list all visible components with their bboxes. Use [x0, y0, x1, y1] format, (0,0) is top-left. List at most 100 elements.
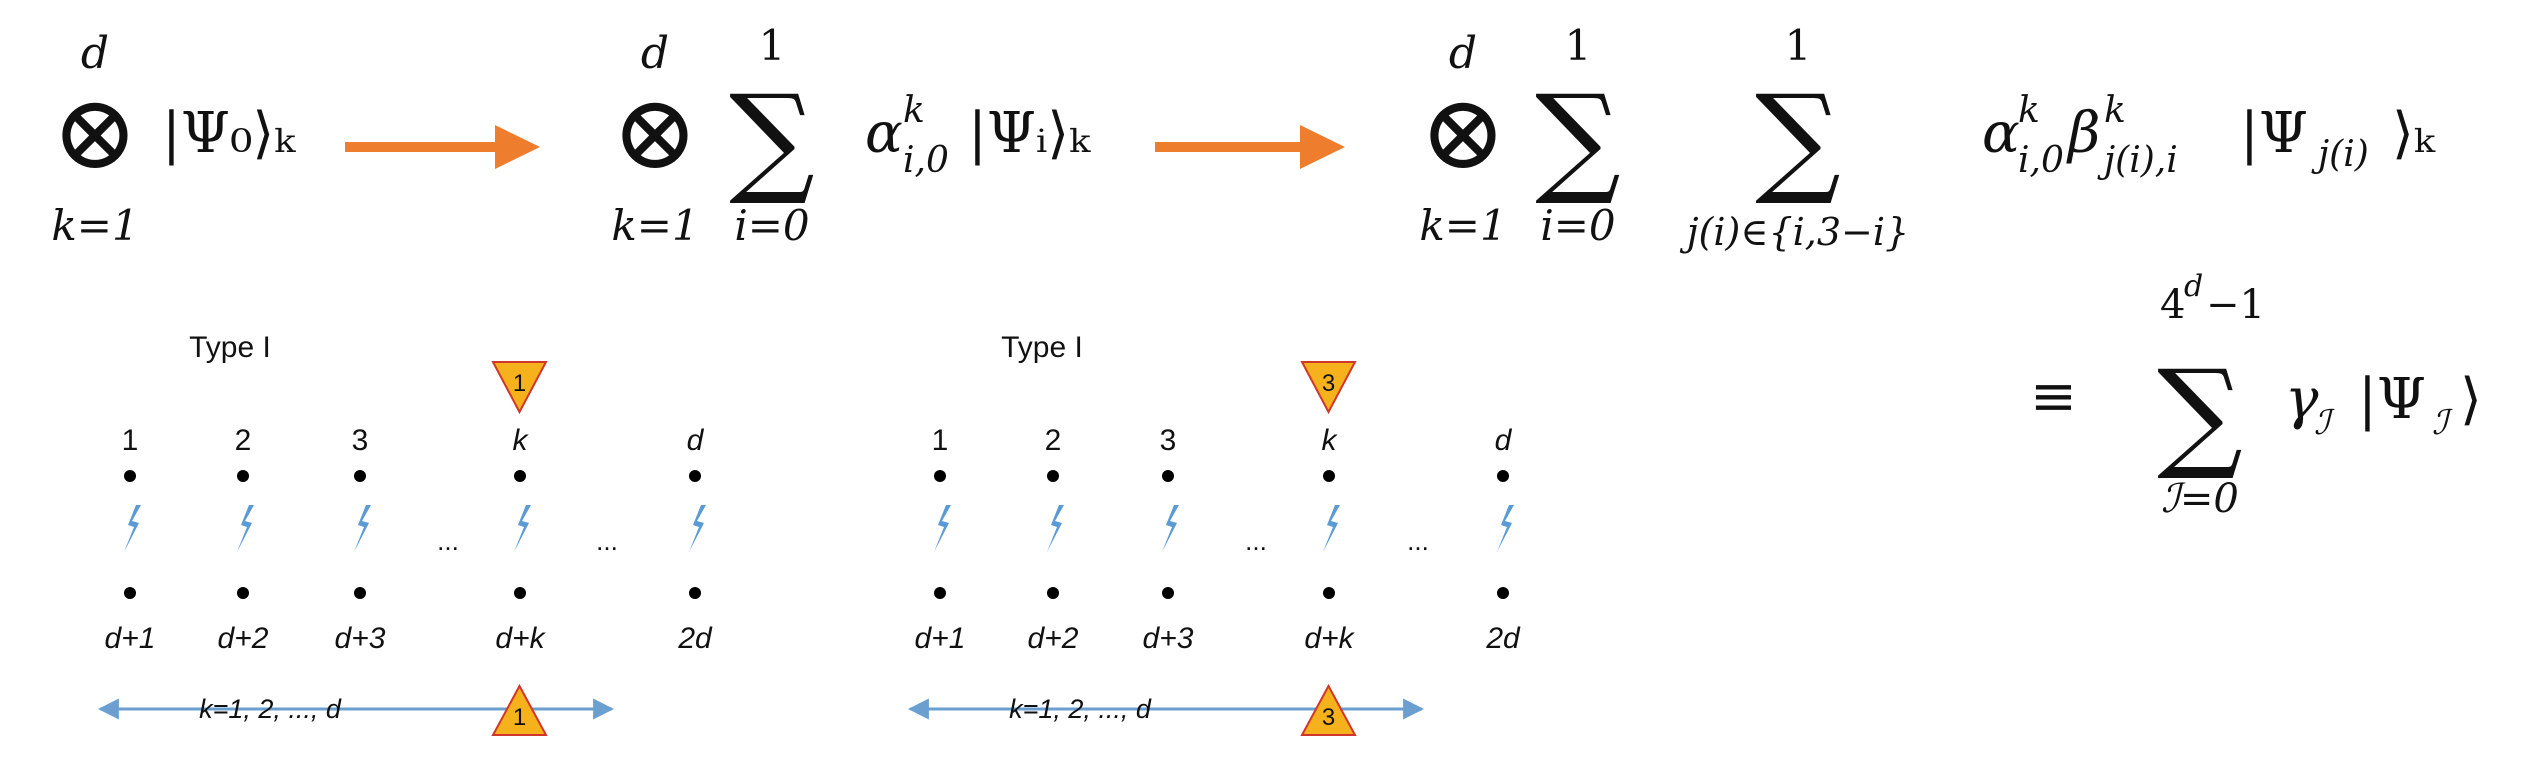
panel-left: Type I 1 1 2 3 k d	[97, 331, 713, 736]
sum-i-lower-limit: i=0	[1540, 201, 1615, 250]
sum-lower-limit: i=0	[734, 201, 809, 250]
marker-bottom: 3	[1300, 683, 1357, 736]
bottom-label: d+2	[218, 622, 269, 655]
tensor-product-symbol: ⊗	[51, 71, 138, 193]
equation-term-2: d ⊗ k=1 1 ∑ i=0 α k i,0 |Ψᵢ⟩ₖ	[611, 21, 1091, 250]
qubit-pair	[124, 470, 141, 599]
product-upper-limit: d	[641, 28, 669, 79]
tensor-product-symbol: ⊗	[1419, 71, 1506, 193]
top-label: k	[513, 424, 530, 457]
entanglement-bolt-icon	[237, 505, 254, 552]
qubit-pairs	[124, 470, 706, 599]
final-sum-lower-limit: ℐ=0	[2161, 476, 2239, 522]
sum-j-lower-limit: j(i)∈{i,3−i}	[1680, 210, 1909, 254]
sum-upper-limit: 1	[759, 21, 786, 70]
sum-j-upper-limit: 1	[1785, 21, 1812, 70]
marker-top-value: 3	[1322, 370, 1335, 397]
beta-subscript: j(i),i	[2097, 140, 2178, 181]
equation-term-3: d ⊗ k=1 1 ∑ i=0 1 ∑ j(i)∈{i,3−i} α k i,0…	[1419, 21, 2436, 254]
final-sum-upper-exponent: d	[2184, 269, 2203, 304]
top-label: d	[1495, 424, 1513, 457]
qubit-pair	[354, 470, 371, 599]
alpha-superscript: k	[903, 90, 925, 131]
qubit-pair	[1497, 470, 1514, 599]
ket-psi-j: |Ψ	[2240, 101, 2308, 166]
qubit-pair	[514, 470, 531, 599]
top-label: 2	[1045, 424, 1062, 457]
alpha-subscript: i,0	[2018, 140, 2064, 181]
qubit-pair	[1047, 470, 1064, 599]
ket-psi-i: |Ψᵢ⟩ₖ	[968, 101, 1091, 166]
bottom-label: d+3	[1143, 622, 1194, 655]
entanglement-bolt-icon	[1047, 505, 1064, 552]
top-label: 2	[235, 424, 252, 457]
ket-psi-final-close: ⟩	[2460, 367, 2482, 432]
qubit-pairs	[934, 470, 1514, 599]
summation-i-symbol: ∑	[1535, 70, 1621, 209]
marker-top: 1	[491, 361, 548, 415]
bottom-label: d+k	[495, 622, 546, 655]
gamma-coefficient: γ	[2285, 367, 2319, 432]
bottom-label: d+1	[105, 622, 156, 655]
equivalence-expression: ≡ 4 d −1 ∑ ℐ=0 γ ℐ |Ψ ℐ ⟩	[2030, 269, 2482, 522]
panel-right: Type I 3 1 2 3 k d	[907, 331, 1521, 736]
orange-arrow-2	[1155, 125, 1345, 169]
qubit-pair	[237, 470, 254, 599]
top-label: k	[1322, 424, 1339, 457]
ellipsis: ...	[437, 526, 459, 556]
qubit-pair	[689, 470, 706, 599]
entanglement-bolt-icon	[934, 505, 951, 552]
ket-psi-final-subscript: ℐ	[2432, 403, 2453, 443]
bottom-label: d+2	[1028, 622, 1079, 655]
final-sum-upper-tail: −1	[2206, 282, 2265, 328]
marker-top: 3	[1300, 361, 1357, 415]
product-lower-limit: k=1	[611, 201, 698, 250]
ket-psi-final: |Ψ	[2358, 367, 2426, 432]
product-upper-limit: d	[1449, 28, 1477, 79]
bottom-labels: d+1 d+2 d+3 d+k 2d	[105, 622, 713, 655]
beta-superscript: k	[2104, 90, 2126, 131]
bottom-label: d+k	[1304, 622, 1355, 655]
bottom-label: d+1	[915, 622, 966, 655]
tensor-product-symbol: ⊗	[611, 71, 698, 193]
summation-j-symbol: ∑	[1755, 70, 1841, 209]
bottom-labels: d+1 d+2 d+3 d+k 2d	[915, 622, 1521, 655]
marker-top-value: 1	[513, 370, 526, 397]
bottom-label: 2d	[1485, 622, 1521, 655]
alpha-coefficient: α	[865, 101, 903, 166]
alpha-subscript: i,0	[903, 140, 949, 181]
ellipsis: ...	[1245, 526, 1267, 556]
marker-bottom-value: 3	[1322, 704, 1335, 731]
ellipsis: ...	[1407, 526, 1429, 556]
top-label: 1	[122, 424, 139, 457]
final-summation-symbol: ∑	[2157, 345, 2243, 484]
gamma-subscript: ℐ	[2314, 403, 2335, 443]
top-label: 3	[1160, 424, 1177, 457]
alpha-coefficient: α	[1982, 101, 2020, 166]
entanglement-bolt-icon	[1323, 505, 1340, 552]
entanglement-bolt-icon	[1497, 505, 1514, 552]
bottom-label: 2d	[677, 622, 713, 655]
final-sum-upper-base: 4	[2160, 282, 2185, 328]
sum-i-upper-limit: 1	[1565, 21, 1592, 70]
equation-term-1: d ⊗ k=1 |Ψ₀⟩ₖ	[51, 28, 296, 250]
qubit-pair	[1323, 470, 1340, 599]
entanglement-bolt-icon	[689, 505, 706, 552]
beta-coefficient: β	[2066, 101, 2100, 166]
product-lower-limit: k=1	[51, 201, 138, 250]
qubit-pair	[1162, 470, 1179, 599]
ellipsis: ...	[596, 526, 618, 556]
range-label: k=1, 2, ..., d	[1009, 694, 1152, 724]
entanglement-bolt-icon	[514, 505, 531, 552]
top-labels: 1 2 3 k d	[122, 424, 705, 457]
entanglement-bolt-icon	[1162, 505, 1179, 552]
ket-psi-zero: |Ψ₀⟩ₖ	[162, 101, 296, 166]
product-lower-limit: k=1	[1419, 201, 1506, 250]
ket-psi-j-subscript: j(i)	[2311, 134, 2369, 175]
equivalence-symbol: ≡	[2030, 364, 2077, 429]
product-upper-limit: d	[81, 28, 109, 79]
marker-bottom-value: 1	[513, 704, 526, 731]
top-label: 1	[932, 424, 949, 457]
qubit-pair	[934, 470, 951, 599]
